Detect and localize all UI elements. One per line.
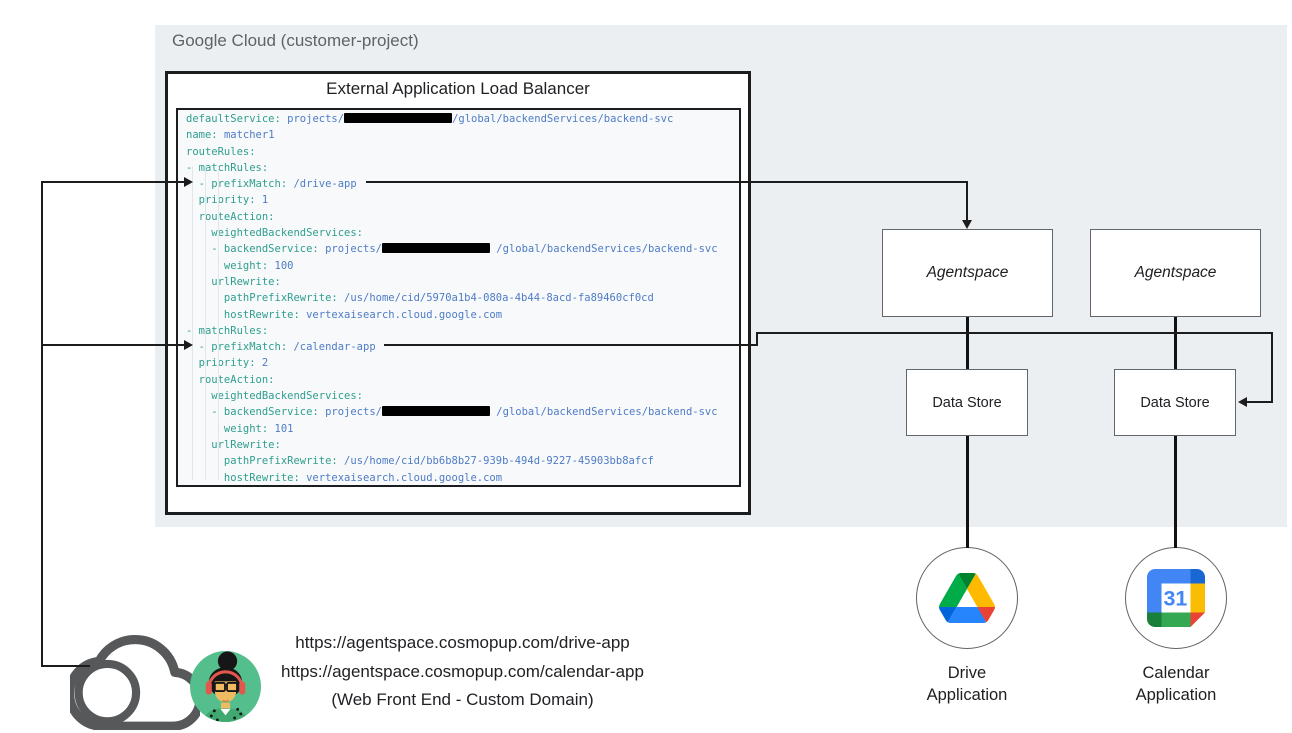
calendar-rule-jog xyxy=(756,332,758,346)
code-line: pathPrefixRewrite: /us/home/cid/bb6b8b27… xyxy=(186,455,654,468)
calendar-day-number: 31 xyxy=(1163,587,1187,611)
load-balancer-title: External Application Load Balancer xyxy=(326,79,590,98)
datastore-box-drive: Data Store xyxy=(906,369,1028,436)
code-line: weightedBackendServices: xyxy=(186,390,364,403)
code-line: routeAction: xyxy=(186,210,275,223)
agentspace-label: Agentspace xyxy=(1134,264,1217,281)
drive-app-circle xyxy=(916,547,1018,649)
indent-guide xyxy=(205,166,206,480)
drive-rule-down-line xyxy=(966,181,968,222)
calendar-app-circle: 31 xyxy=(1125,547,1227,649)
google-drive-icon xyxy=(939,573,995,623)
code-line: priority: 1 xyxy=(186,194,269,207)
redacted-project-id xyxy=(381,243,490,254)
client-to-calendar-rule-line xyxy=(41,344,184,346)
code-line: - backendService: projects/ /global/back… xyxy=(186,243,718,256)
indent-guide xyxy=(192,166,193,480)
code-line: urlRewrite: xyxy=(186,275,281,288)
redacted-project-id xyxy=(344,113,453,123)
datastore-label: Data Store xyxy=(1140,394,1210,411)
datastore-box-calendar: Data Store xyxy=(1114,369,1236,436)
code-line: urlRewrite: xyxy=(186,438,281,451)
google-calendar-icon: 31 xyxy=(1147,569,1205,627)
calendar-app-url: https://agentspace.cosmopup.com/calendar… xyxy=(281,661,644,681)
connector-datastore-calendar-app xyxy=(1174,436,1177,548)
code-line: name: matcher1 xyxy=(186,129,275,142)
calendar-rule-down-line xyxy=(1271,332,1273,403)
google-cloud-panel-title: Google Cloud (customer-project) xyxy=(172,31,419,50)
connector-agentspace-datastore-drive xyxy=(966,317,969,369)
calendar-rule-line-1 xyxy=(384,344,758,346)
code-line: weight: 101 xyxy=(186,422,294,435)
frontend-urls: https://agentspace.cosmopup.com/drive-ap… xyxy=(240,629,685,715)
code-line: routeRules: xyxy=(186,145,256,158)
drive-app-url: https://agentspace.cosmopup.com/drive-ap… xyxy=(295,633,630,652)
client-to-drive-rule-line xyxy=(41,181,184,183)
code-line: - matchRules: xyxy=(186,324,269,337)
frontend-caption: (Web Front End - Custom Domain) xyxy=(331,690,594,709)
connector-agentspace-datastore-calendar xyxy=(1174,317,1177,369)
client-elbow-vertical-line xyxy=(41,181,43,667)
connector-datastore-drive-app xyxy=(966,436,969,548)
code-line: hostRewrite: vertexaisearch.cloud.google… xyxy=(186,471,503,484)
code-line: - prefixMatch: /drive-app xyxy=(186,178,357,191)
code-line: pathPrefixRewrite: /us/home/cid/5970a1b4… xyxy=(186,292,654,305)
client-elbow-to-cloud-line xyxy=(41,665,90,667)
datastore-label: Data Store xyxy=(932,394,1002,411)
code-line: - matchRules: xyxy=(186,161,269,174)
code-line: weightedBackendServices: xyxy=(186,227,364,240)
drive-app-label: Drive Application xyxy=(926,664,1008,704)
drive-rule-to-agentspace-line xyxy=(366,181,968,183)
calendar-rule-into-datastore-line xyxy=(1247,401,1273,403)
calendar-rule-line-2 xyxy=(756,332,1273,334)
code-line: defaultService: projects//global/backend… xyxy=(186,113,674,125)
agentspace-box-calendar: Agentspace xyxy=(1090,229,1261,317)
code-line: priority: 2 xyxy=(186,357,269,370)
agentspace-label: Agentspace xyxy=(926,264,1009,281)
redacted-project-id xyxy=(381,406,490,417)
calendar-app-label: Calendar Application xyxy=(1135,664,1217,704)
agentspace-box-drive: Agentspace xyxy=(882,229,1053,317)
internet-cloud-icon xyxy=(70,634,200,730)
indent-guide xyxy=(218,166,219,480)
code-line: hostRewrite: vertexaisearch.cloud.google… xyxy=(186,308,503,321)
route-config-code: defaultService: projects//global/backend… xyxy=(176,108,741,487)
arrowhead-into-agentspace xyxy=(962,220,972,229)
code-line: routeAction: xyxy=(186,373,275,386)
arrowhead-into-calendar-rule xyxy=(184,340,193,350)
user-avatar-icon xyxy=(190,651,261,722)
code-line: - prefixMatch: /calendar-app xyxy=(186,341,376,354)
code-line: - backendService: projects/ /global/back… xyxy=(186,406,718,419)
arrowhead-into-drive-rule xyxy=(184,177,193,187)
arrowhead-into-datastore xyxy=(1238,397,1247,407)
code-line: weight: 100 xyxy=(186,259,294,272)
